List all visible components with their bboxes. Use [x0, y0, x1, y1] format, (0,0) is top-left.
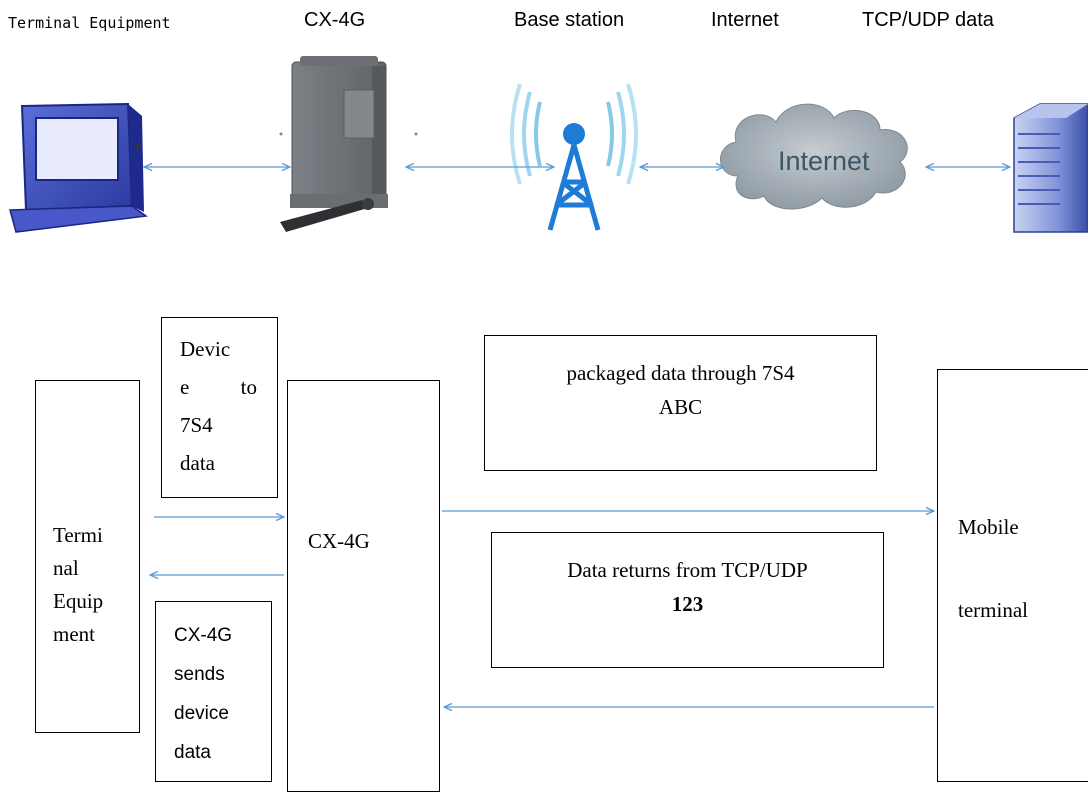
device-box-line: e to: [180, 368, 257, 406]
device-to-7s4-box: Devic e to 7S4 data: [161, 317, 278, 498]
label-base-station: Base station: [514, 9, 625, 31]
device-box-word: e: [180, 375, 190, 399]
label-internet: Internet: [711, 9, 779, 31]
sends-box-line: CX-4G: [174, 625, 233, 646]
sends-box-line: device: [174, 703, 229, 724]
label-cx4g: CX-4G: [304, 9, 366, 31]
mobile-terminal-box: Mobile terminal: [937, 369, 1088, 782]
returns-box-line: Data returns from TCP/UDP: [567, 558, 808, 582]
packaged-box-line: packaged data through 7S4: [566, 361, 795, 385]
terminal-box-line: nal: [53, 556, 79, 580]
tower-icon: [510, 83, 638, 231]
data-returns-box: Data returns from TCP/UDP 123: [491, 532, 884, 668]
returns-box-line: 123: [671, 592, 704, 616]
cloud-icon: [720, 103, 908, 210]
terminal-equipment-box: Termi nal Equip ment: [35, 380, 140, 733]
label-tcp-udp-data: TCP/UDP data: [862, 9, 994, 31]
server-icon: [1013, 103, 1088, 233]
cloud-label: Internet: [778, 146, 870, 176]
sends-box-line: data: [174, 742, 211, 763]
terminal-box-line: ment: [53, 622, 95, 646]
terminal-box-line: Equip: [53, 589, 104, 613]
device-box-line: 7S4: [180, 413, 213, 437]
device-box-line: data: [180, 451, 215, 475]
sends-box-line: sends: [174, 664, 225, 685]
device-box-line: Devic: [180, 337, 231, 361]
packaged-data-box: packaged data through 7S4 ABC: [484, 335, 877, 471]
mobile-box-line: terminal: [958, 598, 1028, 622]
terminal-box-line: Termi: [53, 523, 103, 547]
cx4g-box: CX-4G: [287, 380, 440, 792]
mobile-box-line: Mobile: [958, 515, 1019, 539]
computer-icon: [9, 102, 149, 233]
label-terminal-equipment: Terminal Equipment: [8, 14, 171, 32]
modem-icon: [279, 56, 418, 232]
cx4g-box-label: CX-4G: [308, 529, 370, 553]
device-box-word: to: [240, 375, 257, 399]
packaged-box-line: ABC: [658, 395, 703, 419]
cx4g-sends-box: CX-4G sends device data: [155, 601, 272, 782]
